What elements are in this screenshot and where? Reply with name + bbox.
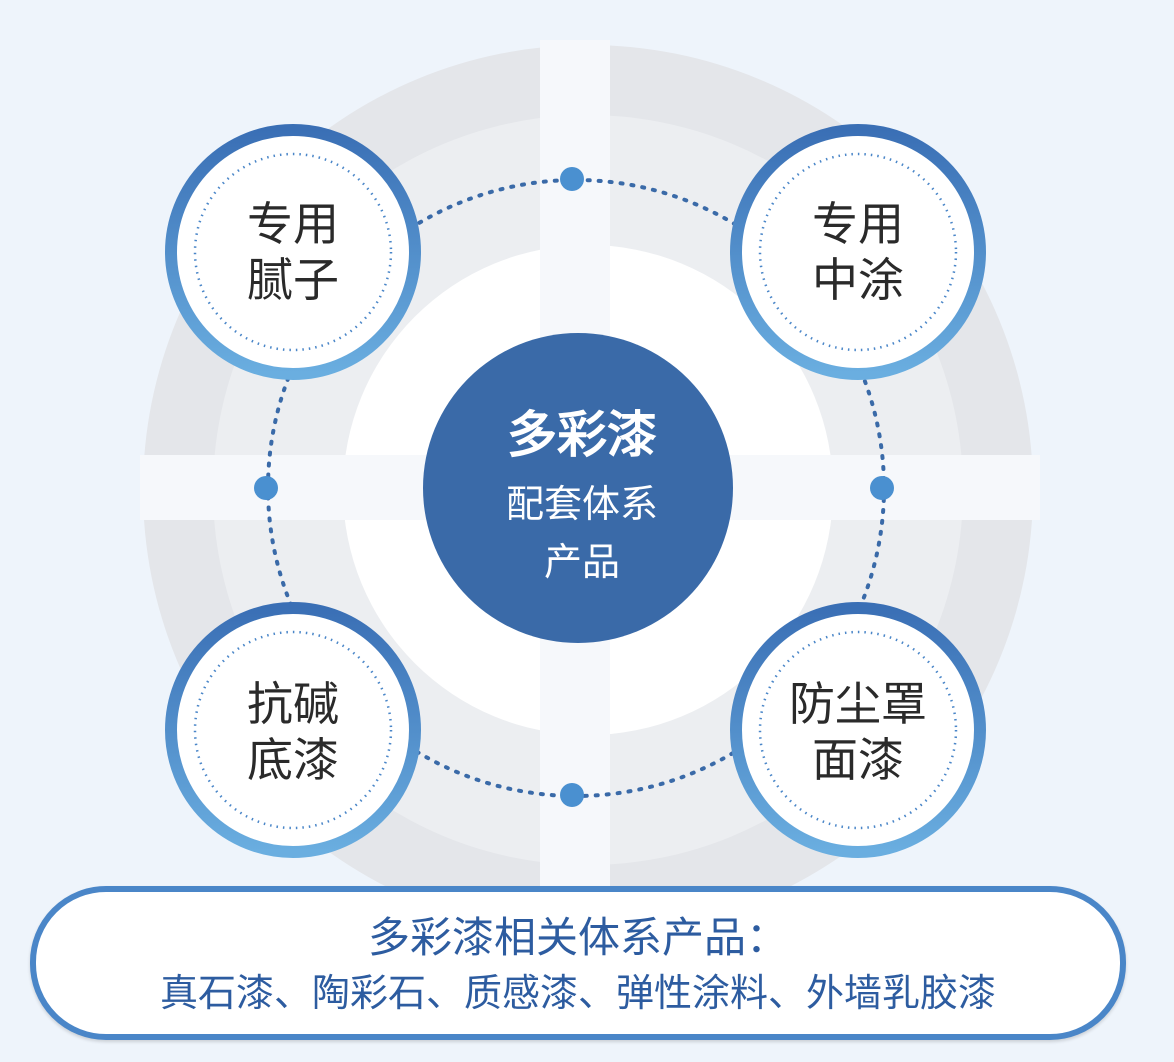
node-putty: 专用 腻子 bbox=[193, 196, 393, 308]
node-line: 防尘罩 bbox=[789, 677, 927, 731]
node-line: 底漆 bbox=[247, 733, 339, 787]
center-subtitle-2: 产品 bbox=[543, 540, 620, 584]
related-products-list: 真石漆、陶彩石、质感漆、弹性涂料、外墙乳胶漆 bbox=[159, 971, 996, 1015]
node-line: 腻子 bbox=[247, 253, 339, 307]
center-title: 多彩漆 bbox=[507, 406, 657, 464]
related-products-title: 多彩漆相关体系产品： bbox=[367, 913, 788, 962]
center-subtitle-1: 配套体系 bbox=[505, 482, 658, 526]
node-midcoat: 专用 中涂 bbox=[758, 196, 958, 308]
orbit-dot bbox=[870, 476, 894, 500]
node-line: 专用 bbox=[247, 197, 339, 251]
center-circle bbox=[423, 333, 733, 643]
orbit-dot bbox=[254, 476, 278, 500]
node-circles bbox=[165, 124, 986, 858]
node-line: 中涂 bbox=[812, 253, 904, 307]
orbit-dot bbox=[560, 167, 584, 191]
node-primer: 抗碱 底漆 bbox=[193, 676, 393, 788]
related-products-box: 多彩漆相关体系产品： 真石漆、陶彩石、质感漆、弹性涂料、外墙乳胶漆 bbox=[30, 886, 1126, 1040]
node-line: 面漆 bbox=[812, 733, 904, 787]
orbit-dot bbox=[560, 783, 584, 807]
node-topcoat: 防尘罩 面漆 bbox=[758, 676, 958, 788]
node-line: 抗碱 bbox=[247, 677, 339, 731]
node-line: 专用 bbox=[812, 197, 904, 251]
